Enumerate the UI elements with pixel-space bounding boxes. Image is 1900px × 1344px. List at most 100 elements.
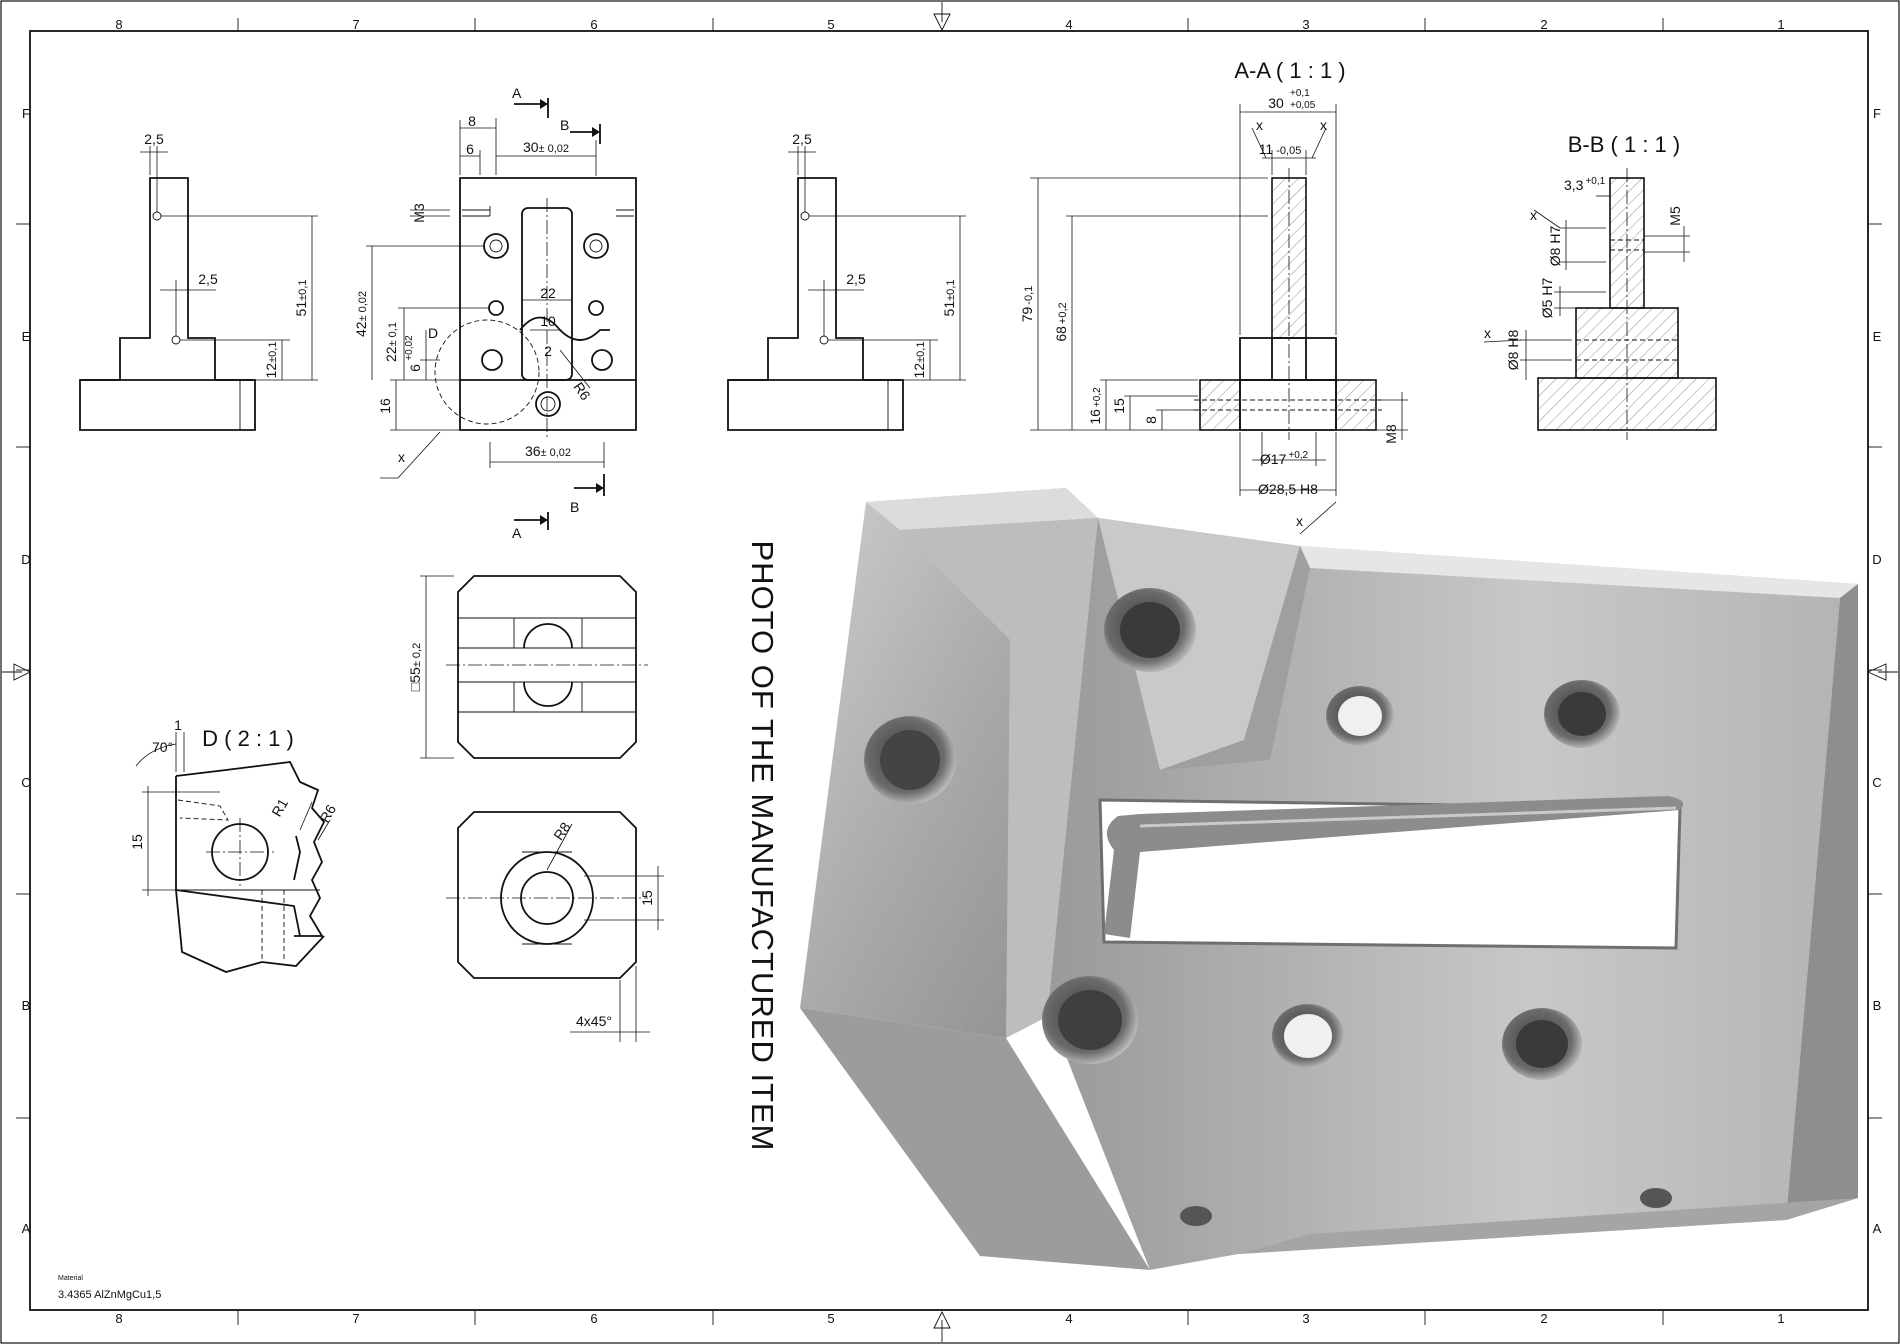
bb-m5: M5 <box>1667 206 1683 226</box>
front-dim-16: 16 <box>377 398 393 414</box>
right-dim-51: 51±0,1 <box>941 280 957 317</box>
zone-col-top-4: 4 <box>1065 17 1072 32</box>
top-view: □55± 0,2 <box>407 575 648 759</box>
zone-col-top-2: 2 <box>1540 17 1547 32</box>
aa-dim-15: 15 <box>1111 398 1127 414</box>
zone-col-bottom-7: 7 <box>352 1311 359 1326</box>
front-dim-6: 6 <box>466 141 474 157</box>
front-dim-22-slot: 22 <box>540 285 556 301</box>
right-dim-2-5-mid: 2,5 <box>846 271 866 287</box>
zone-row-right-B: B <box>1873 998 1882 1013</box>
zone-row-left-F: F <box>22 106 30 121</box>
bottom-chamfer: 4x45° <box>576 1013 612 1029</box>
detail-d-dim-15: 15 <box>129 834 145 850</box>
zone-row-left-B: B <box>22 998 31 1013</box>
aa-dim-68: 68+0,2 <box>1053 302 1069 341</box>
top-dim-55: □55± 0,2 <box>407 643 423 691</box>
front-dim-22-tol: +0,02 <box>404 335 415 361</box>
aa-x-mark-right: x <box>1320 117 1327 133</box>
bottom-view: R8 15 4x45° <box>446 811 664 1042</box>
material-value: 3.4365 AlZnMgCu1,5 <box>58 1289 161 1301</box>
right-dim-12: 12±0,1 <box>911 342 927 379</box>
section-b-b: B-B ( 1 : 1 ) 3,3+0,1 x Ø8 H7 M5 Ø5 H7 Ø… <box>1483 132 1717 440</box>
front-dim-2: 2 <box>544 343 552 359</box>
zone-col-top-8: 8 <box>115 17 122 32</box>
right-dim-2-5-top: 2,5 <box>792 131 812 147</box>
zone-row-left-A: A <box>22 1221 31 1236</box>
zone-col-bottom-3: 3 <box>1302 1311 1309 1326</box>
left-dim-51: 51±0,1 <box>293 280 309 317</box>
bottom-dim-15: 15 <box>639 890 655 906</box>
zone-col-top-6: 6 <box>590 17 597 32</box>
zone-col-bottom-5: 5 <box>827 1311 834 1326</box>
zone-col-top-5: 5 <box>827 17 834 32</box>
bb-x-mark-top: x <box>1530 207 1537 223</box>
front-x-mark: x <box>398 449 405 465</box>
zone-row-left-D: D <box>21 552 30 567</box>
zone-row-right-F: F <box>1873 106 1881 121</box>
zone-row-right-A: A <box>1873 1221 1882 1236</box>
aa-dim-30-lo: +0,05 <box>1290 100 1316 111</box>
zone-row-right-C: C <box>1872 775 1881 790</box>
zone-col-top-7: 7 <box>352 17 359 32</box>
bb-x-mark-bottom: x <box>1484 325 1491 341</box>
zone-row-left-E: E <box>22 329 31 344</box>
left-dim-2-5-mid: 2,5 <box>198 271 218 287</box>
aa-dim-8: 8 <box>1143 416 1159 424</box>
front-detail-d-label: D <box>428 325 438 341</box>
photo-label: PHOTO OF THE MANUFACTURED ITEM <box>745 541 780 1152</box>
bottom-r8: R8 <box>550 819 573 843</box>
left-dim-2-5-top: 2,5 <box>144 131 164 147</box>
aa-dia-28-5: Ø28,5 H8 <box>1258 481 1318 497</box>
section-a-a: A-A ( 1 : 1 ) 30 <box>1019 58 1408 535</box>
aa-m8: M8 <box>1383 424 1399 444</box>
left-side-view: 2,5 2,5 12±0,1 51±0,1 <box>79 131 318 431</box>
detail-d-r6: R6 <box>316 802 339 826</box>
manufactured-part-photo <box>800 488 1858 1270</box>
front-dim-36: 36± 0,02 <box>525 443 571 459</box>
aa-x-mark-bottom: x <box>1296 513 1303 529</box>
zone-col-bottom-6: 6 <box>590 1311 597 1326</box>
section-b-b-title: B-B ( 1 : 1 ) <box>1568 132 1680 157</box>
bb-dia-5-h7: Ø5 H7 <box>1539 278 1555 319</box>
bb-dia-8-h7: Ø8 H7 <box>1547 226 1563 267</box>
front-r6: R6 <box>570 379 593 403</box>
front-section-b-top: B <box>560 117 569 133</box>
front-dim-8: 8 <box>468 113 476 129</box>
zone-row-right-E: E <box>1873 329 1882 344</box>
front-dim-22: 22± 0,1 <box>383 322 399 362</box>
detail-d-title: D ( 2 : 1 ) <box>202 726 294 751</box>
zone-col-bottom-4: 4 <box>1065 1311 1072 1326</box>
zone-col-bottom-8: 8 <box>115 1311 122 1326</box>
detail-d-view: D ( 2 : 1 ) 70° 1 R1 R6 15 <box>129 717 339 973</box>
front-section-a-bottom: A <box>512 525 522 541</box>
zone-col-bottom-1: 1 <box>1777 1311 1784 1326</box>
right-side-view: 2,5 2,5 12±0,1 51±0,1 <box>727 131 966 431</box>
aa-dim-11: 11-0,05 <box>1259 141 1302 157</box>
front-section-b-bottom: B <box>570 499 579 515</box>
left-dim-12: 12±0,1 <box>263 342 279 379</box>
zone-row-left-C: C <box>21 775 30 790</box>
detail-d-r1: R1 <box>268 796 291 820</box>
zone-col-top-1: 1 <box>1777 17 1784 32</box>
front-dim-10: 10 <box>540 313 556 329</box>
bb-dia-8-h8: Ø8 H8 <box>1505 330 1521 371</box>
detail-d-dim-1: 1 <box>174 717 182 733</box>
aa-dim-30: 30 <box>1268 95 1284 111</box>
aa-dia-17: Ø17+0,2 <box>1260 450 1309 467</box>
zone-row-right-D: D <box>1872 552 1881 567</box>
front-dim-6b: 6 <box>407 364 423 372</box>
aa-dim-16: 16+0,2 <box>1087 387 1103 425</box>
aa-dim-79: 79-0,1 <box>1019 286 1035 323</box>
front-m3: M3 <box>411 203 427 223</box>
detail-d-angle-70: 70° <box>152 739 173 755</box>
zone-col-bottom-2: 2 <box>1540 1311 1547 1326</box>
front-view: D 8 6 30± 0,02 M3 42± 0,02 22± 0,1 +0,02… <box>353 85 637 541</box>
aa-dim-30-up: +0,1 <box>1290 88 1310 99</box>
section-a-a-title: A-A ( 1 : 1 ) <box>1234 58 1345 83</box>
front-dim-42: 42± 0,02 <box>353 291 369 337</box>
front-section-a-top: A <box>512 85 522 101</box>
bb-dim-3-3: 3,3+0,1 <box>1564 176 1606 193</box>
